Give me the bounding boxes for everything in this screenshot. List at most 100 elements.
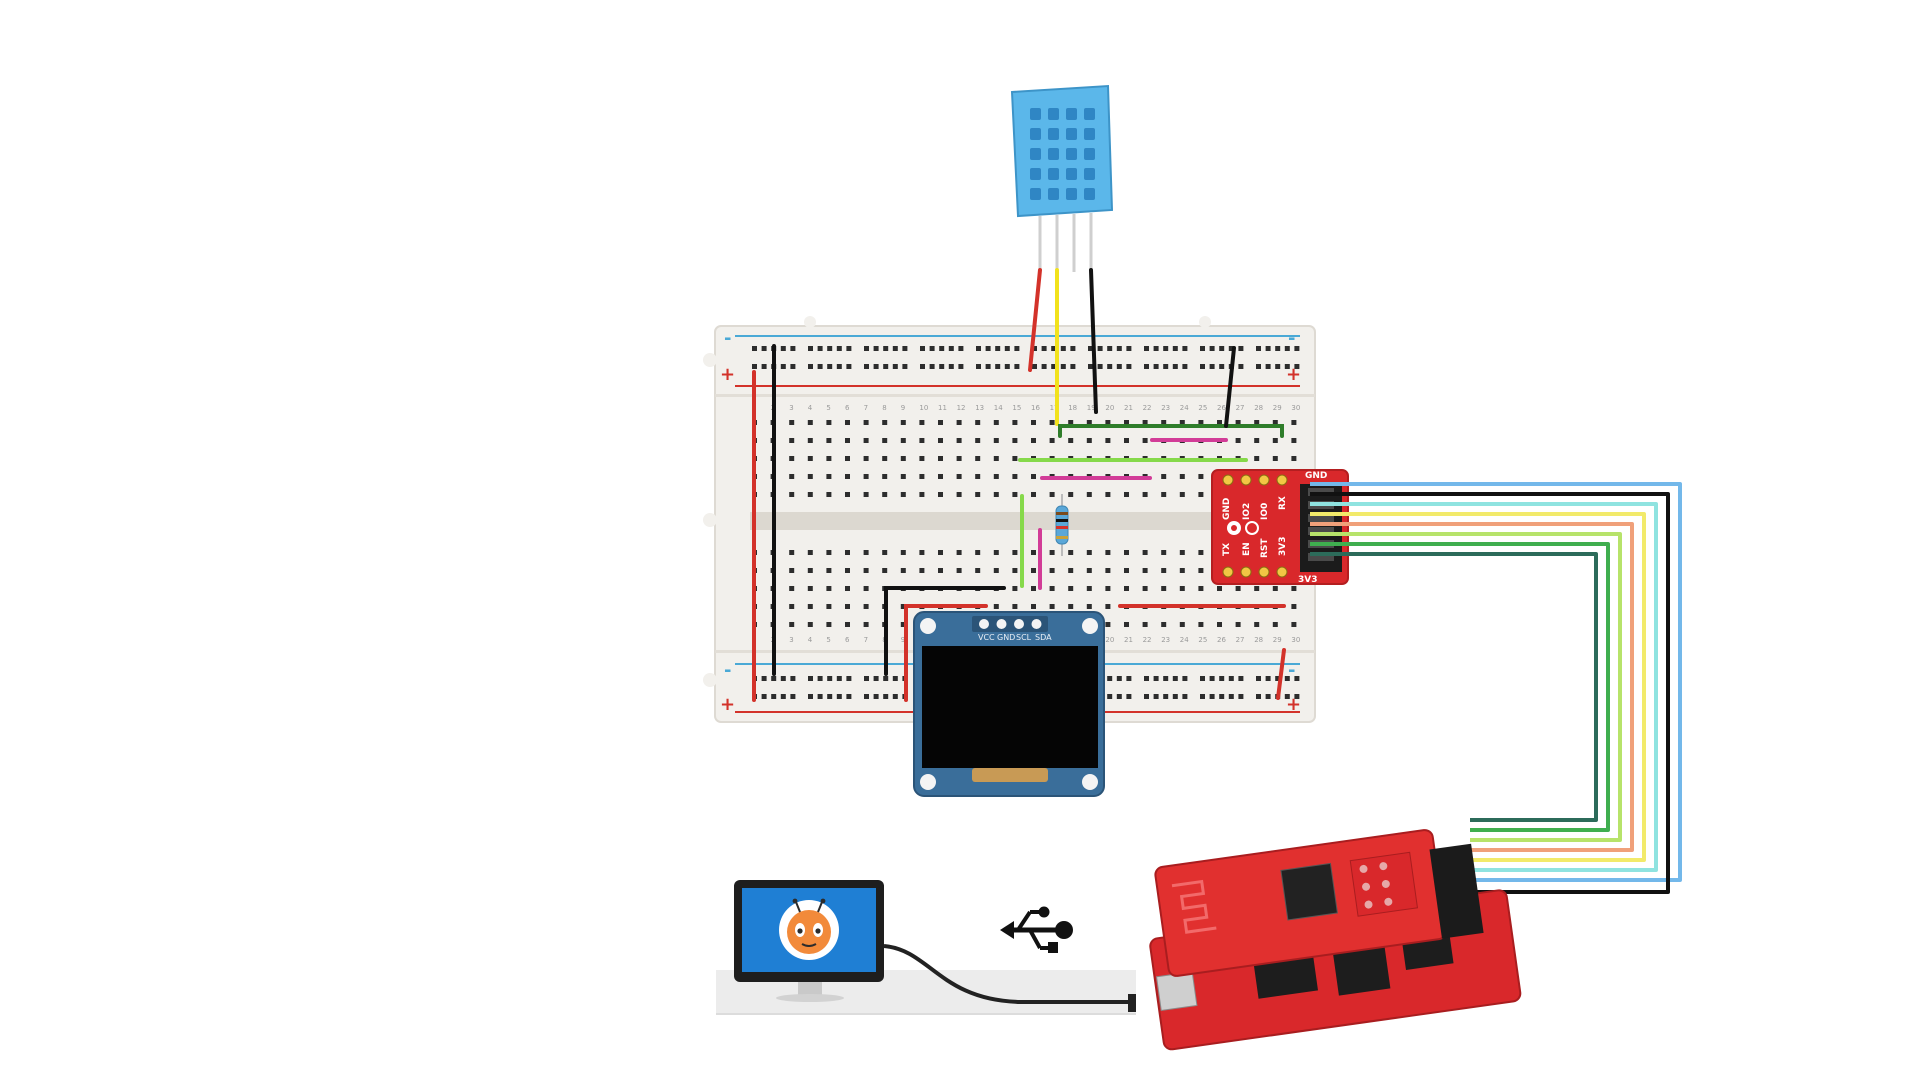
rail-hole <box>939 346 945 351</box>
rail-hole <box>1182 694 1188 699</box>
rail-hole <box>883 364 889 369</box>
column-number: 22 <box>1143 404 1152 412</box>
rail-hole <box>873 364 879 369</box>
breadboard-hole <box>1235 438 1241 443</box>
breadboard-hole <box>1105 550 1111 555</box>
dht-grille-slot <box>1066 168 1077 180</box>
rail-hole <box>808 346 813 351</box>
rail-sign-minus: - <box>1288 660 1295 681</box>
oled-pin-label: VCC <box>978 633 995 642</box>
rail-hole <box>1060 346 1066 351</box>
rail-hole <box>883 676 889 681</box>
rail-hole <box>1265 694 1271 699</box>
breadboard-hole <box>1272 456 1278 461</box>
rail-hole <box>808 694 813 699</box>
breadboard-hole <box>826 622 832 627</box>
dht-grille-slot <box>1066 148 1077 160</box>
breadboard-hole <box>807 492 813 497</box>
breadboard-hole <box>1124 438 1129 443</box>
rail-sign-plus: + <box>1286 364 1301 385</box>
breadboard-hole <box>807 622 813 627</box>
rail-hole <box>846 694 852 699</box>
rail-hole <box>883 346 889 351</box>
breadboard-hole <box>1179 474 1185 479</box>
column-number: 24 <box>1180 636 1189 644</box>
platformio-alien-icon <box>779 898 839 960</box>
rail-hole <box>1219 694 1225 699</box>
rail-hole <box>1172 694 1178 699</box>
breadboard-hole <box>826 586 832 591</box>
rail-hole <box>939 364 945 369</box>
oled-display: VCC GND SCL SDA <box>913 611 1105 797</box>
rail-hole <box>780 364 786 369</box>
dht-grille-slot <box>1030 128 1041 140</box>
breadboard-hole <box>845 568 850 573</box>
rail-hole <box>1070 346 1076 351</box>
rail-hole <box>902 346 908 351</box>
breadboard-hole <box>1291 420 1297 425</box>
rail-hole <box>1060 364 1066 369</box>
breadboard-hole <box>845 604 850 609</box>
breadboard-hole <box>956 420 962 425</box>
breadboard-hole <box>1217 420 1222 425</box>
breadboard-hole <box>789 586 795 591</box>
breadboard-hole <box>789 622 795 627</box>
breadboard-hole <box>956 456 962 461</box>
rail-hole <box>1014 346 1020 351</box>
column-number: 27 <box>1236 404 1245 412</box>
breadboard-hole <box>1124 420 1129 425</box>
rail-hole <box>1144 346 1149 351</box>
breadboard-hole <box>789 550 795 555</box>
breadboard-hole <box>882 420 888 425</box>
breadboard-hole <box>956 550 962 555</box>
breadboard-hole <box>826 604 832 609</box>
breadboard-hole <box>1012 568 1018 573</box>
breadboard-hole <box>807 456 813 461</box>
breadboard-hole <box>1254 586 1260 591</box>
breadboard-hole <box>938 474 943 479</box>
esp-pin <box>1240 474 1252 486</box>
breadboard-hole <box>1254 456 1260 461</box>
breadboard-hole <box>1142 438 1148 443</box>
rail-hole <box>1153 346 1159 351</box>
breadboard-hole <box>1049 438 1055 443</box>
esp-pin-label: IO0 <box>1260 503 1270 520</box>
breadboard-hole <box>826 420 832 425</box>
breadboard-wires <box>752 268 1286 702</box>
dht-grille-slot <box>1048 148 1059 160</box>
breadboard-hole <box>1291 456 1297 461</box>
dht-grille-slot <box>1084 108 1095 120</box>
breadboard-hole <box>1012 438 1018 443</box>
monitor-icon <box>734 880 884 1002</box>
breadboard-hole <box>975 438 981 443</box>
esp-pin-label: EN <box>1242 542 1252 556</box>
oled-pin <box>996 619 1007 629</box>
rail-hole <box>892 364 898 369</box>
breadboard-hole <box>1217 622 1222 627</box>
breadboard-hole <box>1161 622 1167 627</box>
breadboard-hole <box>826 474 832 479</box>
rail-hole <box>920 364 925 369</box>
rail-hole <box>1209 346 1215 351</box>
dht-grille-slot <box>1066 128 1077 140</box>
breadboard-hole <box>1068 550 1074 555</box>
rainbow-cable <box>1310 482 1682 894</box>
rail-hole <box>1153 694 1159 699</box>
rail-hole <box>873 676 879 681</box>
rail-hole <box>1200 676 1205 681</box>
column-number: 6 <box>845 404 850 412</box>
column-number: 23 <box>1161 636 1170 644</box>
column-number: 30 <box>1291 404 1300 412</box>
dht-grille-slot <box>1030 148 1041 160</box>
rail-hole <box>1041 346 1047 351</box>
breadboard-hole <box>863 550 869 555</box>
breadboard-hole <box>1161 568 1167 573</box>
rail-hole <box>985 346 991 351</box>
esp-pin-label: RST <box>1260 538 1270 558</box>
breadboard-hole <box>900 438 906 443</box>
column-number: 4 <box>808 636 813 644</box>
breadboard-hole <box>1161 550 1167 555</box>
column-number: 25 <box>1198 636 1207 644</box>
breadboard-hole <box>956 492 962 497</box>
esp-header-pin <box>1308 514 1334 522</box>
